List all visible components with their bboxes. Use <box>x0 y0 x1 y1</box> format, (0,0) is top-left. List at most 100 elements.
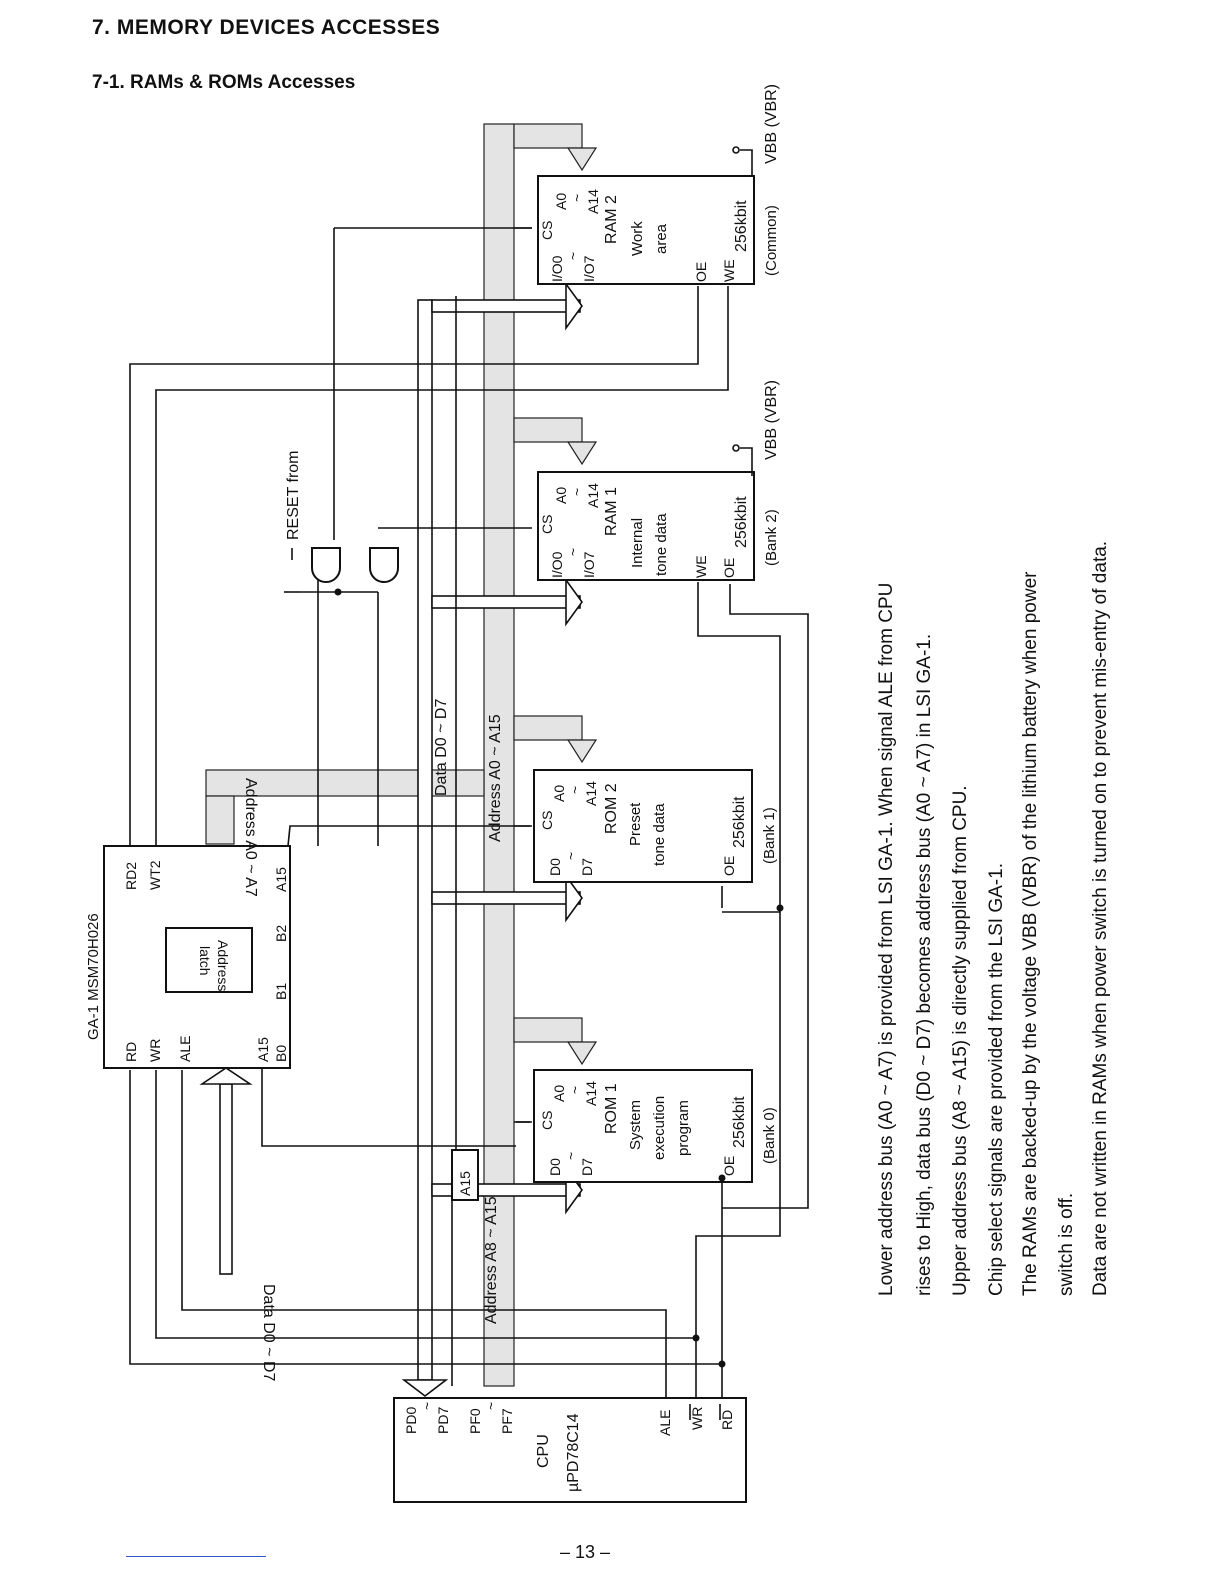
svg-text:OE: OE <box>693 262 709 282</box>
svg-text:Work: Work <box>629 221 646 256</box>
svg-text:RAM 1: RAM 1 <box>603 487 620 536</box>
svg-text:PF0: PF0 <box>467 1408 483 1434</box>
svg-text:ROM 1: ROM 1 <box>603 1083 620 1134</box>
reset-gates: RESET from <box>284 451 399 596</box>
svg-text:256kbit: 256kbit <box>733 200 750 252</box>
svg-text:PD7: PD7 <box>435 1407 451 1434</box>
subsection-heading: 7-1. RAMs & ROMs Accesses <box>92 72 356 93</box>
svg-text:256kbit: 256kbit <box>731 796 748 848</box>
main-bus <box>483 123 598 1387</box>
svg-text:Address: Address <box>215 940 231 991</box>
note-line-2: rises to High, data bus (D0 ~ D7) become… <box>914 634 935 1296</box>
svg-text:~: ~ <box>483 1402 499 1410</box>
svg-text:(Bank 1): (Bank 1) <box>761 807 778 864</box>
svg-text:CS: CS <box>539 1111 555 1130</box>
svg-text:OE: OE <box>721 558 737 578</box>
svg-text:ALE: ALE <box>177 1036 193 1062</box>
svg-text:VBB (VBR): VBB (VBR) <box>763 84 780 164</box>
note-line-6: switch is off. <box>1056 1193 1077 1296</box>
svg-text:execution: execution <box>651 1096 668 1160</box>
svg-text:~: ~ <box>565 252 581 260</box>
ga1-chip: GA-1 MSM70H026 RD2 WT2 RD WR ALE A15 B0 … <box>85 845 291 1069</box>
svg-text:tone data: tone data <box>653 513 670 576</box>
data-main-label: Data D0 ~ D7 <box>433 699 450 796</box>
svg-text:A14: A14 <box>583 781 599 806</box>
section-heading: 7. MEMORY DEVICES ACCESSES <box>92 16 441 39</box>
svg-text:A0: A0 <box>551 1085 567 1102</box>
svg-text:WT2: WT2 <box>147 860 163 890</box>
ga1-title: GA-1 MSM70H026 <box>85 913 102 1040</box>
svg-text:latch: latch <box>197 946 213 976</box>
svg-text:PF7: PF7 <box>499 1408 515 1434</box>
svg-text:~: ~ <box>567 786 583 794</box>
svg-text:D0: D0 <box>547 858 563 876</box>
svg-text:D0: D0 <box>547 1158 563 1176</box>
svg-text:A14: A14 <box>585 189 601 214</box>
note-line-1: Lower address bus (A0 ~ A7) is provided … <box>876 583 897 1296</box>
svg-text:B1: B1 <box>273 983 289 1000</box>
svg-text:~: ~ <box>419 1402 435 1410</box>
svg-text:WR: WR <box>689 1407 705 1430</box>
svg-text:A0: A0 <box>553 193 569 210</box>
footer-rule <box>126 1556 266 1557</box>
addr-low-label: Address A0 ~ A7 <box>242 778 259 897</box>
svg-text:ROM 2: ROM 2 <box>603 783 620 834</box>
reset-label: RESET from <box>285 451 302 541</box>
note-line-7: Data are not written in RAMs when power … <box>1090 541 1111 1296</box>
svg-text:OE: OE <box>721 856 737 876</box>
cpu-label: CPU <box>535 1434 552 1468</box>
ram2-chip: I/O0 ~ I/O7 CS A0 ~ A14 RAM 2 Work area … <box>537 84 780 285</box>
note-line-4: Chip select signals are provided from th… <box>986 863 1007 1296</box>
svg-text:CS: CS <box>539 811 555 830</box>
svg-text:WE: WE <box>693 555 709 578</box>
svg-text:I/O7: I/O7 <box>581 551 597 578</box>
ram1-chip: I/O0 ~ I/O7 CS A0 ~ A14 RAM 1 Internal t… <box>537 380 780 581</box>
svg-text:~: ~ <box>567 1086 583 1094</box>
svg-text:WE: WE <box>721 259 737 282</box>
svg-text:I/O0: I/O0 <box>549 255 565 282</box>
svg-text:256kbit: 256kbit <box>731 1096 748 1148</box>
svg-text:A0: A0 <box>551 785 567 802</box>
svg-text:B0: B0 <box>273 1045 289 1062</box>
rom2-chip: D0 ~ D7 CS A0 ~ A14 ROM 2 Preset tone da… <box>533 769 778 883</box>
svg-text:WR: WR <box>147 1039 163 1062</box>
svg-text:OE: OE <box>721 1156 737 1176</box>
svg-text:B2: B2 <box>273 925 289 942</box>
data-cpu-label: Data D0 ~ D7 <box>260 1284 277 1381</box>
svg-text:area: area <box>653 223 670 254</box>
addr-high-label: Address A8 ~ A15 <box>483 1196 500 1324</box>
svg-text:VBB (VBR): VBB (VBR) <box>763 380 780 460</box>
svg-text:RD: RD <box>123 1042 139 1062</box>
svg-text:~: ~ <box>563 1152 579 1160</box>
svg-text:RAM 2: RAM 2 <box>603 195 620 244</box>
svg-text:256kbit: 256kbit <box>733 496 750 548</box>
svg-text:(Common): (Common) <box>763 205 780 276</box>
svg-text:D7: D7 <box>579 1158 595 1176</box>
cpu-chip: CPU µPD78C14 PD0 ~ PD7 PF0 ~ PF7 ALE WR … <box>393 1397 747 1503</box>
svg-text:(Bank 0): (Bank 0) <box>761 1107 778 1164</box>
svg-text:(Bank 2): (Bank 2) <box>763 509 780 566</box>
svg-text:ALE: ALE <box>657 1410 673 1436</box>
svg-text:Preset: Preset <box>627 802 644 846</box>
note-line-3: Upper address bus (A8 ~ A15) is directly… <box>950 785 971 1296</box>
svg-text:~: ~ <box>569 488 585 496</box>
svg-text:A14: A14 <box>583 1081 599 1106</box>
svg-text:RD2: RD2 <box>123 862 139 890</box>
svg-text:PD0: PD0 <box>403 1407 419 1434</box>
addr-main-label: Address A0 ~ A15 <box>487 714 504 842</box>
svg-text:CS: CS <box>539 515 555 534</box>
svg-text:~: ~ <box>563 852 579 860</box>
cpu-part: µPD78C14 <box>565 1413 582 1492</box>
svg-text:~: ~ <box>565 548 581 556</box>
note-line-5: The RAMs are backed-up by the voltage VB… <box>1020 571 1041 1296</box>
svg-text:CS: CS <box>539 221 555 240</box>
page-number: – 13 – <box>560 1542 611 1562</box>
svg-text:I/O0: I/O0 <box>549 551 565 578</box>
svg-text:A15: A15 <box>457 1171 473 1196</box>
rom1-chip: D0 ~ D7 CS A0 ~ A14 ROM 1 System executi… <box>533 1069 778 1183</box>
svg-text:D7: D7 <box>579 858 595 876</box>
svg-text:Internal: Internal <box>629 518 646 568</box>
svg-text:~: ~ <box>569 194 585 202</box>
